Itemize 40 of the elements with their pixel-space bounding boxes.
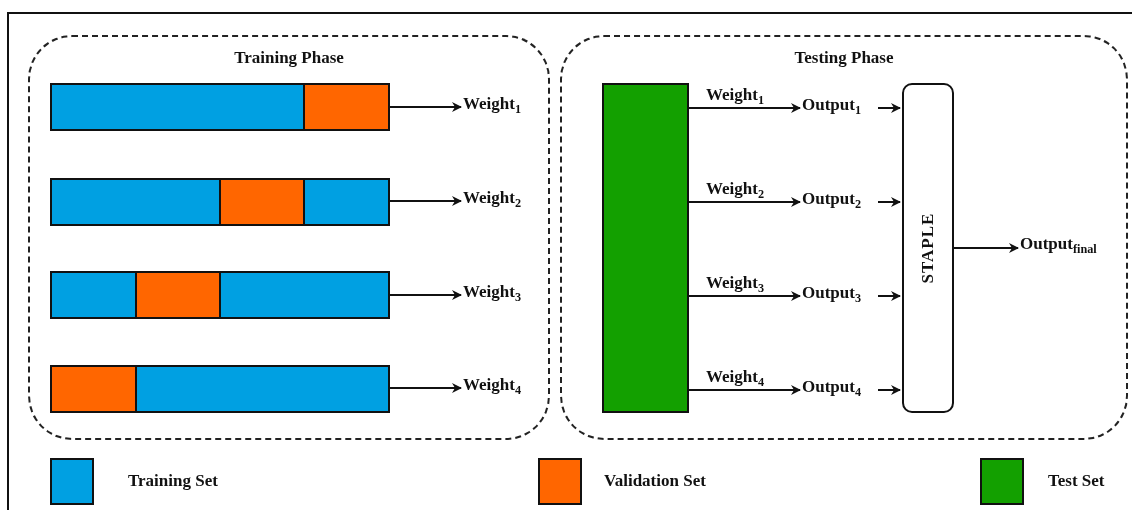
arrow xyxy=(877,291,901,301)
edge-label: Weight$_{4}$ xyxy=(705,368,766,386)
output-label: Output$_{4}$ xyxy=(802,378,878,402)
edge-label: Weight$_{2}$ xyxy=(705,180,766,198)
edge-label: Weight$_{3}$ xyxy=(705,274,766,292)
output-label: Output$_{final}$ xyxy=(1020,235,1126,261)
arrow xyxy=(688,103,801,113)
legend-label: Validation Set xyxy=(604,472,706,491)
arrow xyxy=(877,103,901,113)
data-bar xyxy=(50,178,390,226)
arrow xyxy=(953,243,1019,253)
data-bar xyxy=(50,83,390,131)
arrow xyxy=(389,196,462,206)
arrow xyxy=(389,383,462,393)
fusion-box xyxy=(902,83,954,413)
edge-label: Weight$_{1}$ xyxy=(705,86,766,104)
arrow xyxy=(688,291,801,301)
legend-label: Test Set xyxy=(1048,472,1105,491)
data-bar xyxy=(50,365,390,413)
phase-title: Training Phase xyxy=(233,49,345,68)
output-label: Weight$_{3}$ xyxy=(463,283,543,307)
output-label: Output$_{2}$ xyxy=(802,190,878,214)
phase-group xyxy=(28,35,550,440)
arrow xyxy=(688,385,801,395)
arrow xyxy=(389,290,462,300)
output-label: Weight$_{2}$ xyxy=(463,189,543,213)
output-label: Output$_{1}$ xyxy=(802,96,878,120)
data-bar xyxy=(50,271,390,319)
arrow xyxy=(877,197,901,207)
data-bar xyxy=(602,83,689,413)
output-label: Weight$_{4}$ xyxy=(463,376,543,400)
arrow xyxy=(688,197,801,207)
output-label: Weight$_{1}$ xyxy=(463,95,543,119)
phase-group xyxy=(560,35,1128,440)
phase-title: Testing Phase xyxy=(793,49,895,68)
box-label: STAPLE xyxy=(918,212,938,284)
output-label: Output$_{3}$ xyxy=(802,284,878,308)
arrow xyxy=(389,102,462,112)
arrow xyxy=(877,385,901,395)
legend-label: Training Set xyxy=(128,472,218,491)
